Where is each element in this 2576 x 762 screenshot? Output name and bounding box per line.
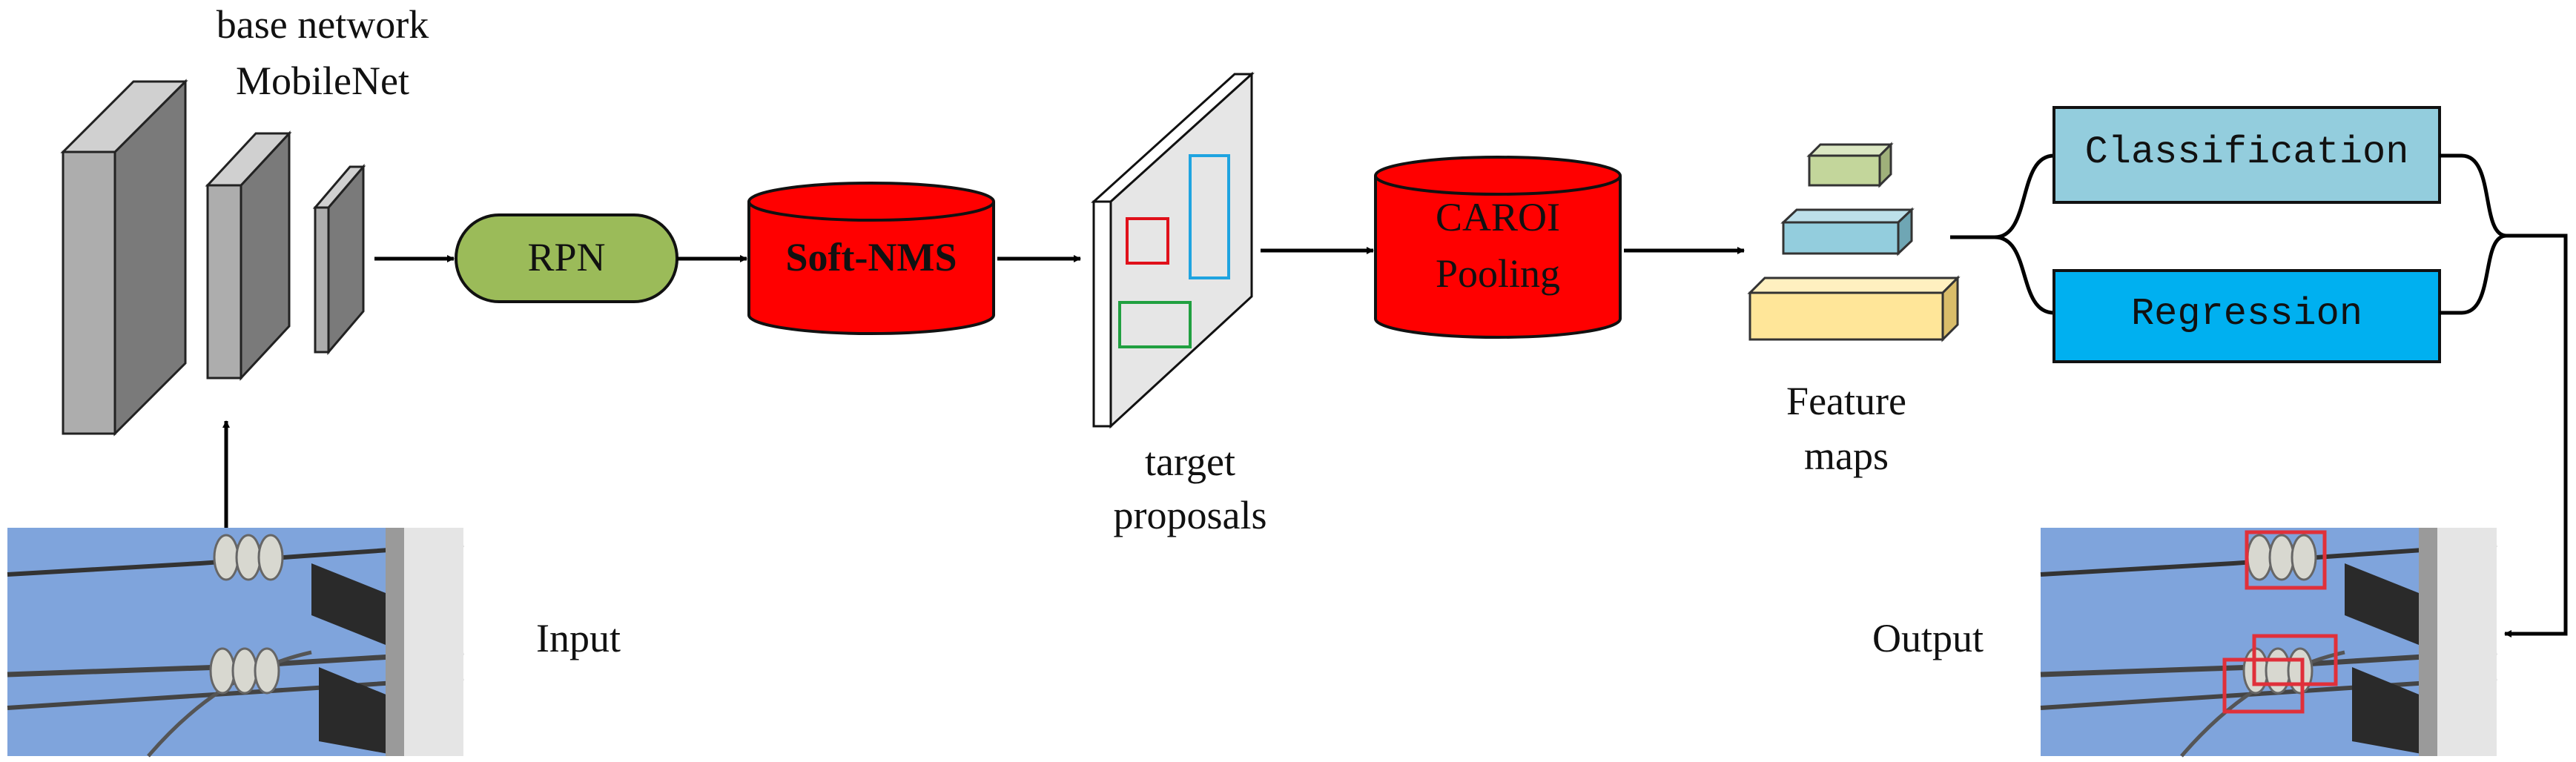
classification-box bbox=[2052, 106, 2441, 204]
branch-to-classification bbox=[1950, 153, 2055, 239]
softnms-cylinder bbox=[747, 182, 995, 335]
backbone-title-line1: base network bbox=[216, 2, 429, 47]
output-label: Output bbox=[1872, 616, 1984, 660]
merge-to-output-line bbox=[2506, 233, 2568, 636]
branch-to-regression bbox=[1994, 235, 2055, 315]
detection-box-1 bbox=[2245, 530, 2327, 590]
proposal-box-green bbox=[1118, 301, 1192, 348]
backbone-title-line2: MobileNet bbox=[236, 59, 409, 103]
proposals-label-line1: target bbox=[1145, 440, 1235, 484]
proposals-label-line2: proposals bbox=[1113, 493, 1267, 537]
backbone-block-large bbox=[60, 79, 188, 437]
rpn-label: RPN bbox=[527, 235, 606, 279]
feature-map-blue bbox=[1780, 207, 1915, 256]
proposal-box-red bbox=[1126, 217, 1169, 265]
softnms-label: Soft-NMS bbox=[785, 235, 957, 279]
proposal-box-blue bbox=[1189, 154, 1230, 279]
feature-maps-label-line2: maps bbox=[1804, 434, 1889, 478]
classification-label: Classification bbox=[2084, 130, 2409, 174]
regression-label: Regression bbox=[2130, 292, 2363, 336]
proposals-plane bbox=[1091, 71, 1255, 429]
caroi-label-line1: CAROI bbox=[1435, 195, 1560, 239]
merge-from-classification bbox=[2440, 153, 2507, 238]
detection-box-3 bbox=[2222, 657, 2305, 714]
output-image bbox=[2040, 528, 2497, 758]
caroi-label-line2: Pooling bbox=[1435, 251, 1561, 296]
input-image bbox=[7, 528, 464, 758]
feature-map-green bbox=[1806, 142, 1894, 188]
input-label: Input bbox=[536, 616, 621, 660]
merge-from-regression bbox=[2440, 233, 2507, 315]
caroi-cylinder bbox=[1374, 156, 1622, 339]
regression-box bbox=[2052, 269, 2441, 363]
feature-maps-label-line1: Feature bbox=[1786, 379, 1906, 423]
backbone-block-small bbox=[312, 163, 366, 356]
feature-map-yellow bbox=[1747, 275, 1961, 342]
backbone-block-medium bbox=[205, 130, 292, 381]
